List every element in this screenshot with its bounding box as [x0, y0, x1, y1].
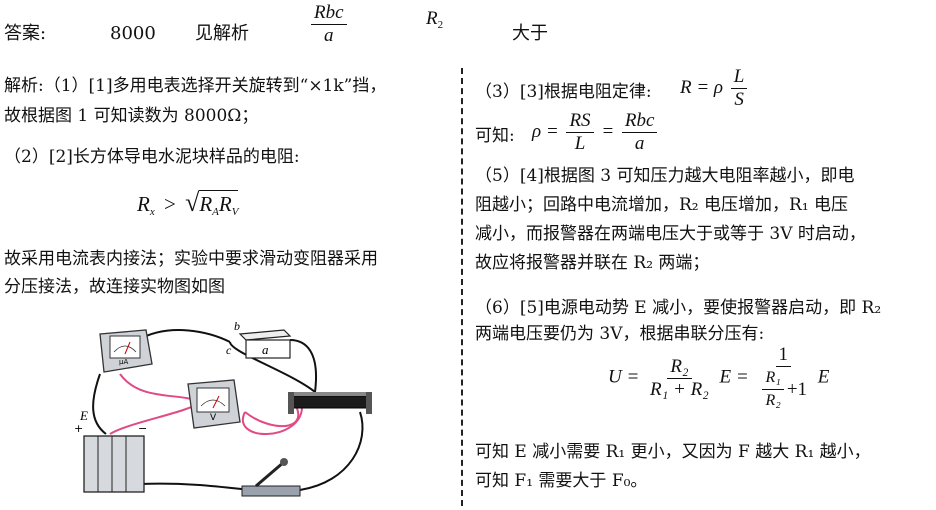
right-p6-line2: 两端电压要仍为 3V，根据串联分压有: [475, 324, 765, 344]
left-p1-line1: 解析:（1）[1]多用电表选择开关旋转到“×1k”挡， [4, 76, 387, 96]
right-p7-line1: 可知 E 减小需要 R₁ 更小，又因为 F 越大 R₁ 越小， [475, 442, 871, 462]
svg-text:c: c [226, 343, 232, 357]
column-divider [461, 68, 463, 506]
right-p5-line3: 减小，而报警器在两端电压大于或等于 3V 时启动， [475, 224, 866, 244]
left-p1-line2: 故根据图 1 可知读数为 8000Ω； [4, 106, 259, 126]
left-p3-line2: 分压接法，故连接实物图如图 [4, 277, 225, 297]
knife-switch [241, 458, 301, 497]
right-p3b-label: 可知: [475, 126, 515, 146]
answer-label: 答案: [4, 23, 47, 44]
answer-4: R2 [426, 8, 444, 31]
svg-text:V: V [210, 413, 217, 423]
right-p5-line1: （5）[4]根据图 3 可知压力越大电阻率越小，即电 [475, 166, 855, 186]
answer-3-fraction: Rbc a [308, 2, 350, 47]
answer-3-num: Rbc [311, 2, 347, 25]
answer-3-den: a [324, 25, 334, 46]
answer-2: 见解析 [195, 23, 249, 44]
answer-5: 大于 [512, 23, 548, 44]
svg-text:E: E [79, 408, 88, 423]
left-p3-line1: 故采用电流表内接法；实验中要求滑动变阻器采用 [4, 249, 378, 269]
svg-text:−: − [138, 422, 147, 435]
battery-pack: E + − [74, 408, 147, 493]
right-p6-line1: （6）[5]电源电动势 E 减小，要使报警器启动，即 R₂ [475, 298, 882, 318]
right-p3-label: （3）[3]根据电阻定律: [475, 82, 652, 102]
rheostat [288, 392, 372, 414]
svg-text:μA: μA [119, 358, 128, 366]
right-p5-line2: 阻越小；回路中电流增加，R₂ 电压增加，R₁ 电压 [475, 195, 849, 215]
microammeter: μA [99, 329, 153, 373]
right-p7-line2: 可知 F₁ 需要大于 F₀。 [475, 471, 648, 491]
answer-1: 8000 [110, 23, 156, 44]
svg-text:+: + [74, 422, 83, 435]
sample-block: a b c [226, 319, 292, 359]
circuit-figure: μA V a b c E + − [74, 319, 372, 497]
right-p5-line4: 故应将报警器并联在 R₂ 两端； [475, 253, 710, 273]
svg-text:a: a [262, 342, 269, 357]
left-p2-line1: （2）[2]长方体导电水泥块样品的电阻: [4, 147, 300, 167]
rx-inequality: Rx > √RARV [137, 188, 239, 218]
voltmeter: V [187, 379, 241, 429]
svg-text:b: b [234, 319, 240, 333]
